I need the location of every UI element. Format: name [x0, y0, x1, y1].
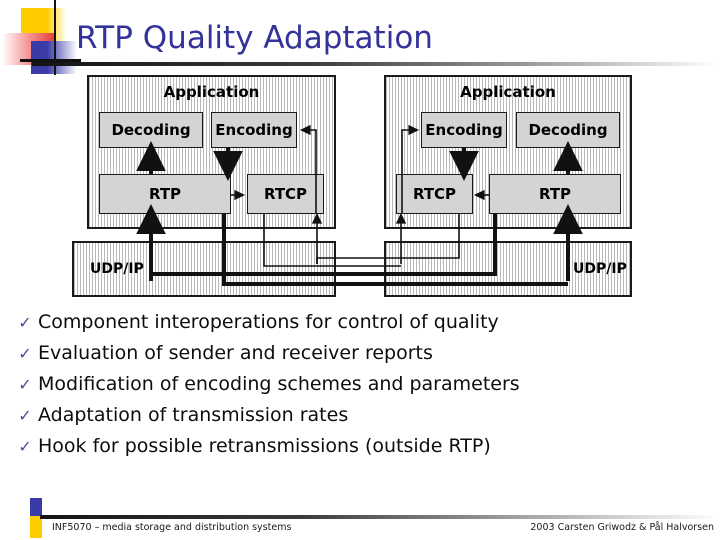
- left-rtcp-box: RTCP: [247, 174, 324, 214]
- checkmark-icon: ✓: [18, 344, 32, 363]
- list-item: ✓ Adaptation of transmission rates: [12, 401, 712, 432]
- slide-logo: [0, 0, 84, 78]
- right-rtcp-label: RTCP: [412, 185, 457, 203]
- left-rtp-label: RTP: [148, 185, 182, 203]
- right-udpip-label: UDP/IP: [573, 261, 627, 277]
- page-title: RTP Quality Adaptation: [76, 20, 433, 56]
- left-application-label: Application: [163, 83, 260, 101]
- right-application-label: Application: [460, 83, 556, 101]
- list-item-label: Modification of encoding schemes and par…: [38, 373, 520, 395]
- list-item: ✓ Hook for possible retransmissions (out…: [12, 432, 712, 463]
- footer-divider: [40, 515, 720, 519]
- right-decoding-label: Decoding: [528, 121, 608, 139]
- footer-accent-blue: [30, 498, 42, 516]
- checkmark-icon: ✓: [18, 437, 32, 456]
- logo-horizontal-rule: [20, 59, 81, 62]
- bullet-list: ✓ Component interoperations for control …: [12, 308, 712, 463]
- rtp-architecture-diagram: Application Decoding Encoding RTP RTCP A…: [0, 68, 720, 306]
- left-udpip-label: UDP/IP: [90, 261, 144, 277]
- left-rtcp-label: RTCP: [263, 185, 308, 203]
- footer-credits-label: 2003 Carsten Griwodz & Pål Halvorsen: [530, 522, 714, 533]
- list-item: ✓ Component interoperations for control …: [12, 308, 712, 339]
- right-encoding-label: Encoding: [425, 121, 503, 139]
- left-encoding-label: Encoding: [215, 121, 293, 139]
- list-item-label: Evaluation of sender and receiver report…: [38, 342, 433, 364]
- logo-vertical-rule: [54, 0, 56, 75]
- list-item: ✓ Evaluation of sender and receiver repo…: [12, 339, 712, 370]
- checkmark-icon: ✓: [18, 313, 32, 332]
- checkmark-icon: ✓: [18, 406, 32, 425]
- right-rtp-label: RTP: [538, 185, 572, 203]
- right-encoding-box: Encoding: [421, 112, 507, 148]
- list-item-label: Adaptation of transmission rates: [38, 404, 349, 426]
- footer-course-label: INF5070 – media storage and distribution…: [52, 522, 292, 533]
- right-rtcp-box: RTCP: [396, 174, 473, 214]
- left-udpip-box: [72, 241, 336, 297]
- title-divider: [32, 62, 720, 66]
- list-item-label: Hook for possible retransmissions (outsi…: [38, 435, 491, 457]
- left-encoding-box: Encoding: [211, 112, 297, 148]
- diagram-connector-wires: [136, 124, 583, 286]
- list-item: ✓ Modification of encoding schemes and p…: [12, 370, 712, 401]
- right-udpip-box: [384, 241, 632, 297]
- checkmark-icon: ✓: [18, 375, 32, 394]
- list-item-label: Component interoperations for control of…: [38, 311, 499, 333]
- left-decoding-label: Decoding: [111, 121, 191, 139]
